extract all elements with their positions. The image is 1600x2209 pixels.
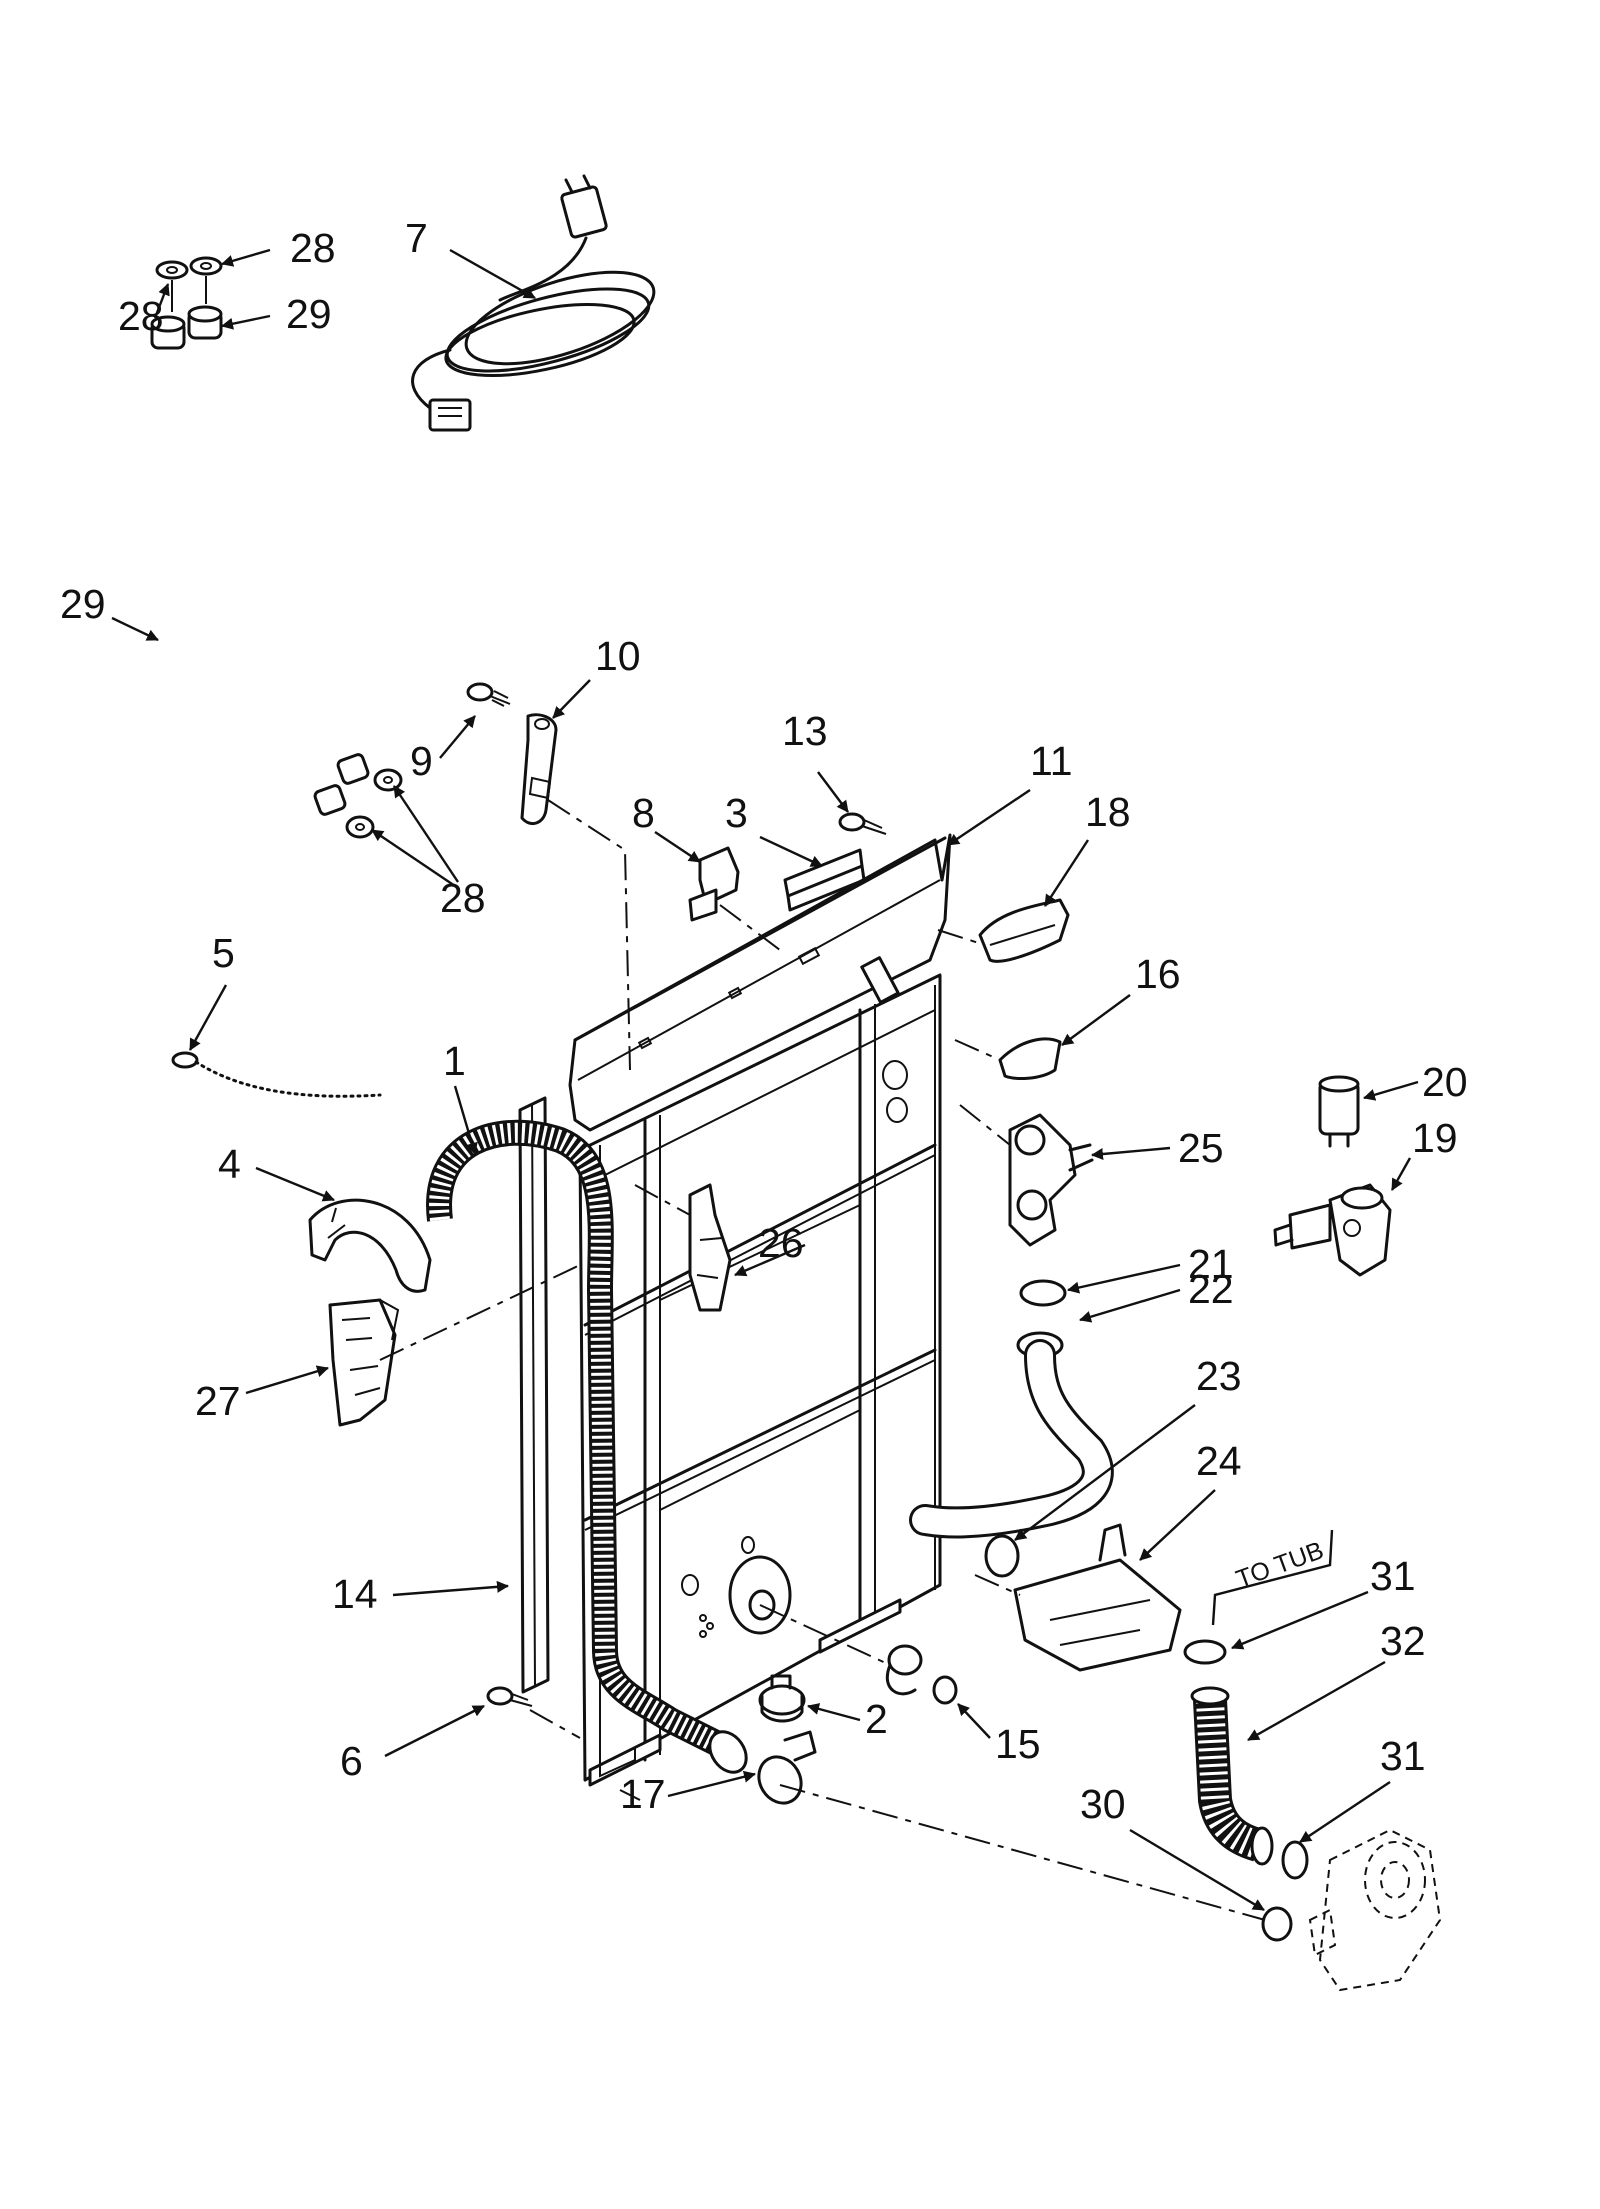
callout-label: 9 — [410, 738, 433, 784]
callout-label: 28 — [290, 225, 336, 271]
tie-strap-5 — [171, 1051, 382, 1098]
callout-label: 24 — [1196, 1438, 1242, 1484]
callout-label: 4 — [218, 1141, 241, 1187]
hose-support-27 — [328, 1298, 400, 1427]
callout-label: 25 — [1178, 1125, 1224, 1171]
screw-9 — [466, 682, 511, 707]
callout-label: 5 — [212, 930, 235, 976]
callout-label: 15 — [995, 1721, 1041, 1767]
hose-clamp-4 — [308, 1198, 432, 1293]
clamp-23 — [984, 1534, 1020, 1578]
callout-label: 10 — [595, 633, 641, 679]
handle-18 — [978, 898, 1070, 963]
side-strip-14 — [518, 1096, 550, 1694]
callout-label: 31 — [1370, 1553, 1416, 1599]
callout-label: 1 — [443, 1038, 466, 1084]
washer-28-lower-a — [373, 768, 403, 792]
inlet-hoses-29 — [150, 305, 370, 816]
callout-label: 14 — [332, 1571, 378, 1617]
drain-pump-19 — [1273, 1183, 1392, 1277]
clamp-31-lower — [1281, 1840, 1309, 1880]
callout-label: 3 — [725, 790, 748, 836]
capacitor-20 — [1318, 1075, 1360, 1148]
bracket-10 — [520, 713, 558, 826]
clamp-30 — [1261, 1906, 1293, 1942]
callout-label: 11 — [1030, 738, 1073, 784]
callout-label: 29 — [286, 291, 332, 337]
clamp-21 — [1019, 1279, 1067, 1307]
callout-label: 8 — [632, 790, 655, 836]
callout-label: 20 — [1422, 1059, 1468, 1105]
clamp-31-upper — [1183, 1639, 1227, 1665]
callout-label: 6 — [340, 1738, 363, 1784]
washer-28-top-left — [155, 260, 189, 280]
callout-label: 30 — [1080, 1781, 1126, 1827]
power-cord-7 — [411, 174, 656, 432]
screw-6 — [486, 1686, 533, 1707]
callout-label: 26 — [758, 1220, 804, 1266]
plug-15 — [885, 1644, 958, 1705]
screw-13 — [838, 812, 887, 835]
callout-label: 28 — [118, 293, 164, 339]
clamp-2 — [758, 1674, 806, 1723]
washer-28-lower-b — [345, 815, 375, 839]
bracket-8 — [688, 846, 740, 922]
callout-label: 32 — [1380, 1618, 1426, 1664]
callout-label: 28 — [440, 875, 486, 921]
callout-label: 16 — [1135, 951, 1181, 997]
callout-label: 23 — [1196, 1353, 1242, 1399]
callout-label: 29 — [60, 581, 106, 627]
callout-label: 18 — [1085, 789, 1131, 835]
bracket-24 — [1013, 1523, 1182, 1672]
callout-label: 31 — [1380, 1733, 1426, 1779]
alignment-lines — [171, 276, 1266, 1921]
console-bracket-11 — [568, 833, 952, 1132]
clip-3 — [783, 848, 866, 912]
to-tub-bracket-line — [1211, 1529, 1334, 1626]
callout-label: 2 — [865, 1696, 888, 1742]
callout-label: 27 — [195, 1378, 241, 1424]
callout-label: 17 — [620, 1771, 666, 1817]
callout-label: 13 — [782, 708, 828, 754]
callout-label: 21 — [1188, 1241, 1234, 1287]
washer-28-top-right — [189, 256, 223, 276]
callout-label: 19 — [1412, 1115, 1458, 1161]
drain-hose-32 — [1190, 1686, 1274, 1866]
clamp-17 — [757, 1730, 817, 1805]
leader-arrows — [111, 248, 1419, 1912]
clip-16 — [998, 1037, 1062, 1080]
hose-clip-26 — [688, 1183, 732, 1312]
callout-label: 7 — [405, 215, 428, 261]
fill-hose-22 — [909, 1331, 1114, 1539]
callout-label: 22 — [1188, 1266, 1234, 1312]
pump-housing-outline — [1308, 1828, 1442, 1992]
water-valve-25 — [1008, 1113, 1094, 1247]
to-tub-note: TO TUB — [1232, 1536, 1327, 1593]
